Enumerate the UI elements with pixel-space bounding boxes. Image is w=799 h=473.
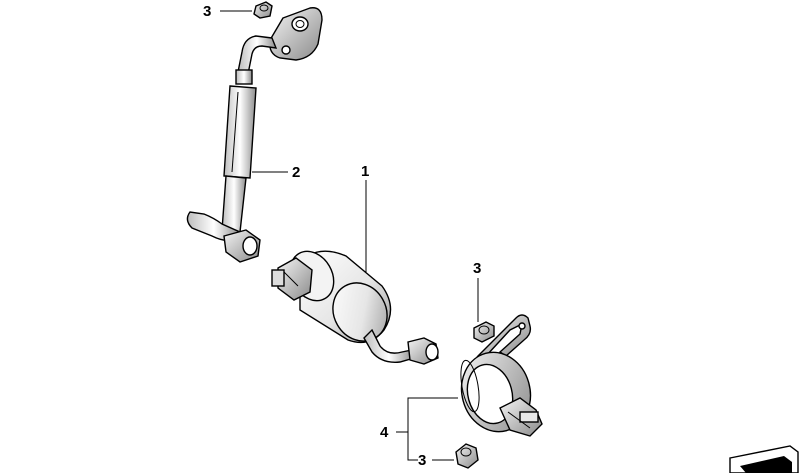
pipe-part-2 [186,7,323,263]
callout-part-3-top: 3 [203,3,211,20]
document-folder-icon [729,445,799,473]
screw-part-3-bottom [455,443,479,469]
leader-lines [220,10,479,461]
callout-part-2: 2 [292,164,300,181]
callout-part-3-right: 3 [473,260,481,277]
screw-part-3-right [473,321,495,343]
clamp-bracket-part-4 [460,314,543,437]
callout-part-4: 4 [380,424,389,441]
screw-part-3-top [253,1,273,19]
callout-part-1: 1 [361,163,369,180]
callout-part-3-bottom: 3 [418,452,426,469]
receiver-drier-part-1 [271,250,439,365]
